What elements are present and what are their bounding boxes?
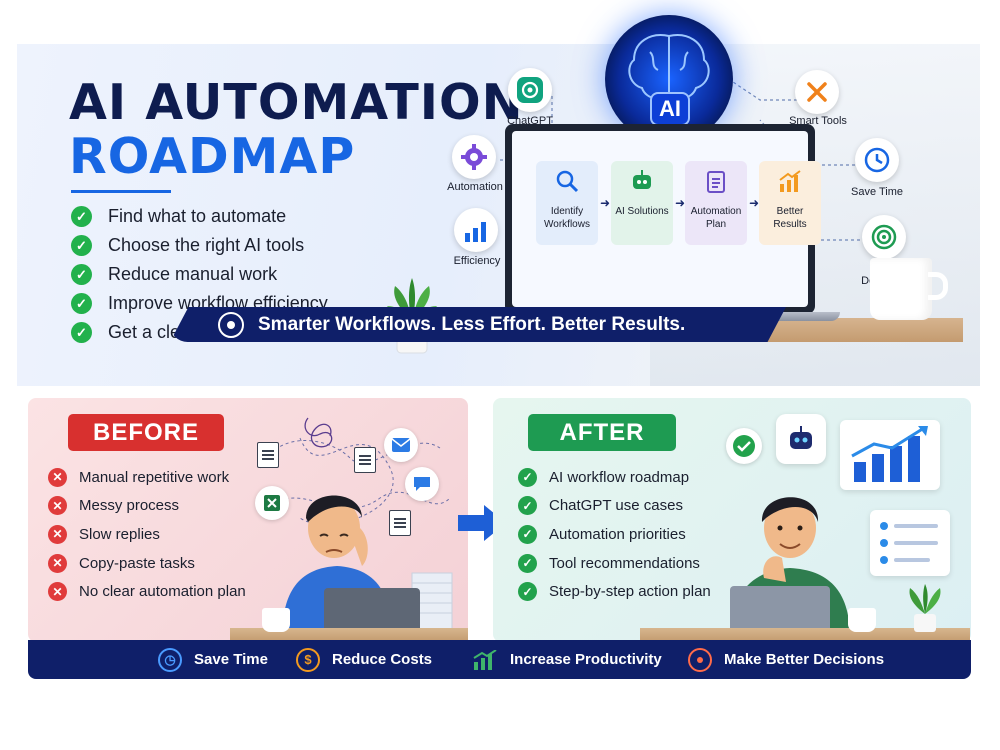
coffee-mug (848, 608, 876, 632)
robot-icon (776, 414, 826, 464)
check-circle-icon (726, 428, 762, 464)
x-icon: ✕ (48, 553, 67, 573)
bar-chart-icon (776, 167, 804, 195)
document-icon (257, 442, 279, 468)
tools-icon (795, 70, 839, 114)
chat-icon (405, 467, 439, 501)
gear-icon (452, 135, 496, 179)
check-icon: ✓ (71, 206, 92, 227)
checklist-icon (880, 522, 938, 564)
check-icon: ✓ (71, 322, 92, 343)
document-icon (389, 510, 411, 536)
mug-handle (928, 272, 948, 300)
after-item: ✓Tool recommendations (518, 549, 711, 578)
step-label: Automation Plan (690, 206, 742, 230)
tool-label-chatgpt: ChatGPT (507, 115, 553, 127)
before-item: ✕Copy-paste tasks (48, 549, 246, 578)
check-icon: ✓ (71, 293, 92, 314)
after-item: ✓Step-by-step action plan (518, 577, 711, 606)
robot-icon (628, 167, 656, 195)
target-icon (218, 311, 244, 338)
document-icon (354, 447, 376, 473)
footer-bar: ◷ Save Time $ Reduce Costs Increase Prod… (28, 640, 971, 679)
tool-label-automation: Automation (447, 181, 503, 193)
excel-icon (255, 486, 289, 520)
before-item: ✕Slow replies (48, 520, 246, 549)
check-icon: ✓ (71, 235, 92, 256)
step-ai-solutions: AI Solutions (611, 161, 673, 245)
check-icon: ✓ (518, 496, 537, 516)
tagline-text: Smarter Workflows. Less Effort. Better R… (258, 313, 686, 335)
tool-label-efficiency: Efficiency (453, 255, 501, 267)
growth-chart-icon (472, 648, 498, 672)
growth-chart-icon (851, 426, 928, 482)
growth-chart-card (840, 420, 940, 490)
checklist-card (870, 510, 950, 576)
step-better-results: Better Results (759, 161, 821, 245)
title-underline (71, 190, 171, 193)
x-icon: ✕ (48, 467, 67, 487)
check-icon: ✓ (518, 524, 537, 544)
check-icon: ✓ (518, 467, 537, 487)
before-item: ✕Manual repetitive work (48, 463, 246, 492)
coffee-mug (870, 258, 932, 320)
mail-icon (384, 428, 418, 462)
hero-title-line2: ROADMAP (69, 128, 356, 185)
tagline-banner: Smarter Workflows. Less Effort. Better R… (170, 307, 786, 342)
step-label: Identify Workflows (544, 206, 590, 230)
desk-surface (640, 628, 970, 642)
plant-icon (909, 584, 941, 632)
x-icon: ✕ (48, 582, 67, 602)
benefit-item: ✓Reduce manual work (71, 260, 328, 289)
clock-icon (855, 138, 899, 182)
footer-item-better-decisions: Make Better Decisions (688, 647, 884, 672)
chatgpt-icon (508, 68, 552, 112)
clock-icon: ◷ (158, 647, 182, 672)
hero-title-line1: AI AUTOMATION (69, 74, 524, 131)
stressed-person (282, 495, 453, 638)
arrow-right-icon: ➜ (749, 196, 760, 210)
benefit-item: ✓Find what to automate (71, 202, 328, 231)
clipboard-icon (702, 167, 730, 195)
step-label: Better Results (773, 206, 807, 230)
step-identify-workflows: Identify Workflows (536, 161, 598, 245)
benefit-item: ✓Choose the right AI tools (71, 231, 328, 260)
step-automation-plan: Automation Plan (685, 161, 747, 245)
check-icon: ✓ (71, 264, 92, 285)
before-list: ✕Manual repetitive work ✕Messy process ✕… (48, 463, 246, 606)
tool-label-smart-tools: Smart Tools (789, 115, 847, 127)
after-list: ✓AI workflow roadmap ✓ChatGPT use cases … (518, 463, 711, 606)
before-badge: BEFORE (68, 414, 224, 451)
before-item: ✕Messy process (48, 492, 246, 521)
step-label: AI Solutions (615, 206, 669, 217)
after-item: ✓AI workflow roadmap (518, 463, 711, 492)
before-item: ✕No clear automation plan (48, 577, 246, 606)
x-icon: ✕ (48, 524, 67, 544)
tool-label-save-time: Save Time (851, 186, 903, 198)
ai-badge: AI (650, 92, 690, 126)
after-badge: AFTER (528, 414, 676, 451)
footer-item-reduce-costs: $ Reduce Costs (296, 647, 432, 672)
efficiency-chart-icon (454, 208, 498, 252)
arrow-right-icon: ➜ (675, 196, 686, 210)
check-icon: ✓ (518, 553, 537, 573)
x-icon: ✕ (48, 496, 67, 516)
footer-item-increase-productivity: Increase Productivity (472, 648, 662, 672)
after-item: ✓ChatGPT use cases (518, 492, 711, 521)
happy-person (730, 497, 850, 638)
arrow-right-icon: ➜ (600, 196, 611, 210)
coffee-mug (262, 608, 290, 632)
check-icon: ✓ (518, 582, 537, 602)
target-icon (688, 647, 712, 672)
after-item: ✓Automation priorities (518, 520, 711, 549)
target-icon (862, 215, 906, 259)
desk-surface (230, 628, 468, 642)
magnifier-icon (553, 167, 581, 195)
dollar-icon: $ (296, 647, 320, 672)
footer-item-save-time: ◷ Save Time (158, 647, 268, 672)
